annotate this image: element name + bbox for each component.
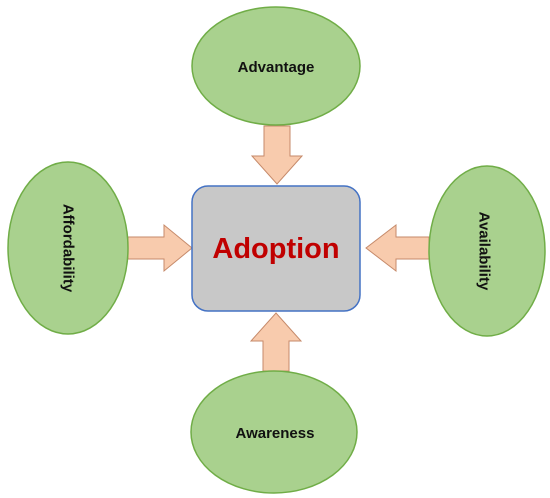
node-left-label: Affordability [60, 204, 77, 293]
node-right-label: Availability [476, 212, 493, 291]
node-bottom-label: Awareness [236, 425, 315, 442]
arrow-top-to-center [250, 125, 304, 185]
arrow-left-to-center [127, 223, 193, 273]
arrow-bottom-to-center [249, 312, 303, 372]
node-right-ellipse [428, 165, 546, 337]
node-left-ellipse [7, 161, 129, 335]
center-box [191, 185, 361, 312]
node-top-ellipse [191, 6, 361, 126]
node-bottom-ellipse [190, 370, 358, 494]
center-label: Adoption [212, 233, 339, 265]
arrow-right-to-center [365, 223, 430, 273]
node-top-label: Advantage [238, 59, 315, 76]
